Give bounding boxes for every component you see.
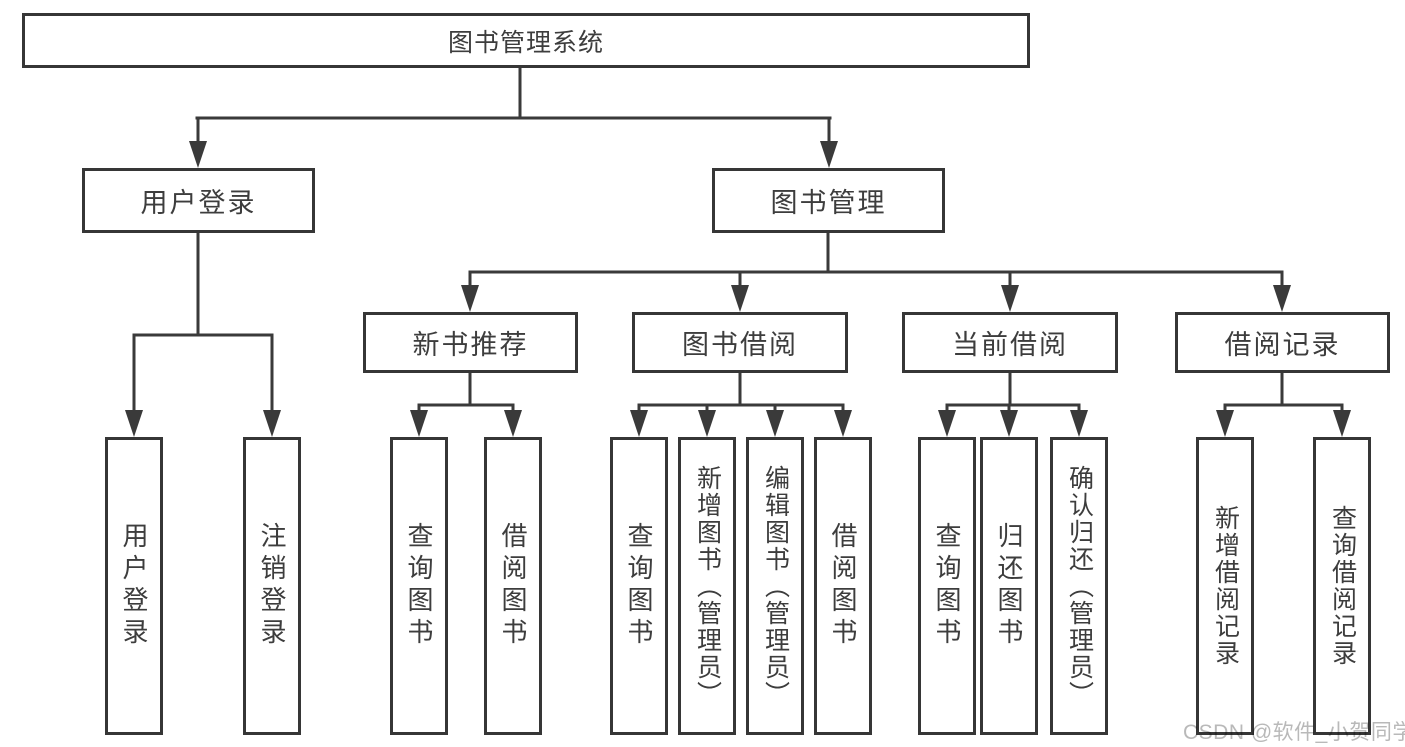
node-book-borrowing-label: 图书借阅 bbox=[682, 330, 798, 360]
node-book-borrowing: 图书借阅 bbox=[632, 312, 848, 373]
leaf-current-query-books-label: 查询图书 bbox=[932, 522, 962, 650]
leaf-add-books-admin: 新增图书（管理员） bbox=[678, 437, 736, 735]
leaf-add-borrow-record: 新增借阅记录 bbox=[1196, 437, 1254, 735]
node-new-book-recommend-label: 新书推荐 bbox=[412, 330, 529, 360]
leaf-user-login: 用户登录 bbox=[105, 437, 163, 735]
leaf-return-books-label: 归还图书 bbox=[994, 522, 1024, 650]
leaf-borrow-query-books-label: 查询图书 bbox=[624, 522, 654, 650]
node-library-system-label: 图书管理系统 bbox=[447, 28, 604, 57]
leaf-add-borrow-record-label: 新增借阅记录 bbox=[1211, 505, 1240, 667]
node-new-book-recommend: 新书推荐 bbox=[363, 312, 578, 373]
leaf-query-borrow-record-label: 查询借阅记录 bbox=[1328, 505, 1357, 667]
leaf-recommend-borrow-books-label: 借阅图书 bbox=[498, 522, 528, 650]
leaf-user-login-label: 用户登录 bbox=[119, 522, 149, 650]
node-book-management-label: 图书管理 bbox=[770, 188, 887, 218]
leaf-confirm-return-admin-label: 确认归还（管理员） bbox=[1065, 464, 1094, 708]
leaf-return-books: 归还图书 bbox=[980, 437, 1038, 735]
node-current-borrowing-label: 当前借阅 bbox=[952, 330, 1068, 360]
node-user-login: 用户登录 bbox=[82, 168, 315, 233]
node-borrowing-records-label: 借阅记录 bbox=[1224, 330, 1341, 360]
leaf-borrow-books-label: 借阅图书 bbox=[828, 522, 858, 650]
node-user-login-label: 用户登录 bbox=[140, 188, 257, 218]
leaf-add-books-admin-label: 新增图书（管理员） bbox=[693, 464, 722, 708]
leaf-confirm-return-admin: 确认归还（管理员） bbox=[1050, 437, 1108, 735]
leaf-logout-label: 注销登录 bbox=[257, 522, 287, 650]
leaf-borrow-books: 借阅图书 bbox=[814, 437, 872, 735]
leaf-current-query-books: 查询图书 bbox=[918, 437, 976, 735]
node-book-management: 图书管理 bbox=[712, 168, 945, 233]
leaf-recommend-borrow-books: 借阅图书 bbox=[484, 437, 542, 735]
leaf-edit-books-admin-label: 编辑图书（管理员） bbox=[761, 464, 790, 708]
leaf-edit-books-admin: 编辑图书（管理员） bbox=[746, 437, 804, 735]
leaf-recommend-query-books-label: 查询图书 bbox=[404, 522, 434, 650]
leaf-logout: 注销登录 bbox=[243, 437, 301, 735]
node-current-borrowing: 当前借阅 bbox=[902, 312, 1118, 373]
leaf-query-borrow-record: 查询借阅记录 bbox=[1313, 437, 1371, 735]
node-borrowing-records: 借阅记录 bbox=[1175, 312, 1390, 373]
node-library-system: 图书管理系统 bbox=[22, 13, 1030, 68]
leaf-recommend-query-books: 查询图书 bbox=[390, 437, 448, 735]
leaf-borrow-query-books: 查询图书 bbox=[610, 437, 668, 735]
watermark-text: CSDN @软件_小贺同学 bbox=[1183, 721, 1405, 744]
